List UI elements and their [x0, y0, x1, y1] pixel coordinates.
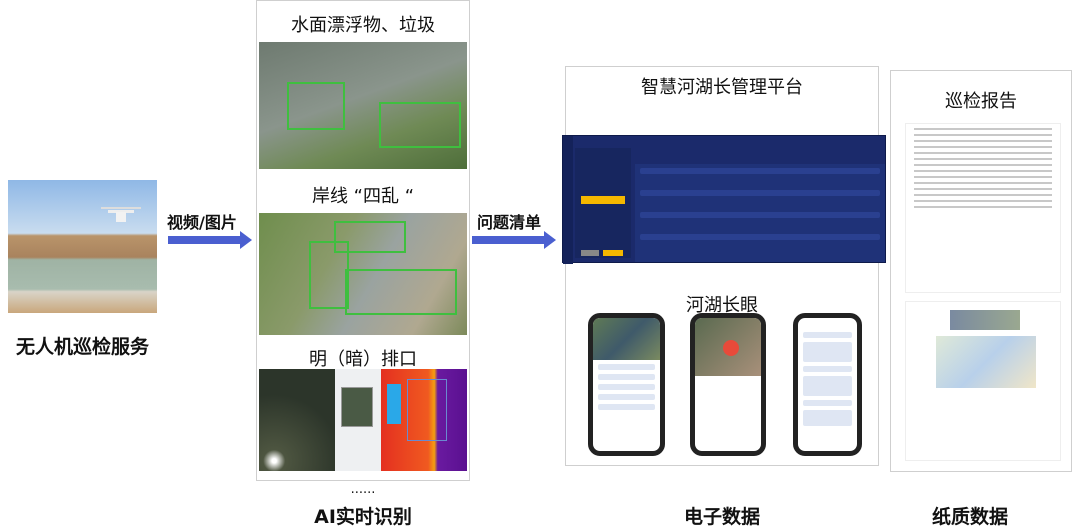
more-ellipsis: ...... [350, 482, 376, 497]
phone-screenshot-video [690, 313, 766, 456]
section-title-shoreline: 岸线 “四乱 “ [311, 186, 415, 207]
issue-list-label: 问题清单 [477, 213, 542, 232]
app-title: 河湖长眼 [686, 295, 758, 316]
shoreline-image [259, 213, 467, 335]
report-title: 巡检报告 [945, 91, 1017, 112]
floating-garbage-image [259, 42, 467, 169]
paper-data-panel: 巡检报告 [890, 70, 1072, 472]
report-map-page [905, 301, 1061, 461]
electronic-data-caption: 电子数据 [683, 506, 760, 528]
section-title-floating-garbage: 水面漂浮物、垃圾 [291, 15, 435, 36]
phone-screenshot-tasks [793, 313, 862, 456]
ai-recognition-caption: AI实时识别 [314, 506, 412, 528]
paper-data-caption: 纸质数据 [931, 506, 1008, 528]
play-icon [723, 340, 739, 356]
phone-screenshot-home [588, 313, 665, 456]
report-page [905, 123, 1061, 293]
drone-photo [8, 180, 157, 313]
arrow-right-icon [168, 231, 252, 249]
dashboard-screenshot [562, 135, 886, 264]
video-image-label: 视频/图片 [167, 213, 237, 232]
arrow-right-icon [472, 231, 556, 249]
drone-icon [101, 207, 141, 222]
outfall-image [259, 369, 467, 471]
ai-recognition-panel: 水面漂浮物、垃圾 岸线 “四乱 “ 明（暗）排口 [256, 0, 470, 481]
drone-service-caption: 无人机巡检服务 [15, 336, 149, 358]
section-title-outfall: 明（暗）排口 [309, 349, 417, 370]
platform-title: 智慧河湖长管理平台 [641, 77, 803, 98]
